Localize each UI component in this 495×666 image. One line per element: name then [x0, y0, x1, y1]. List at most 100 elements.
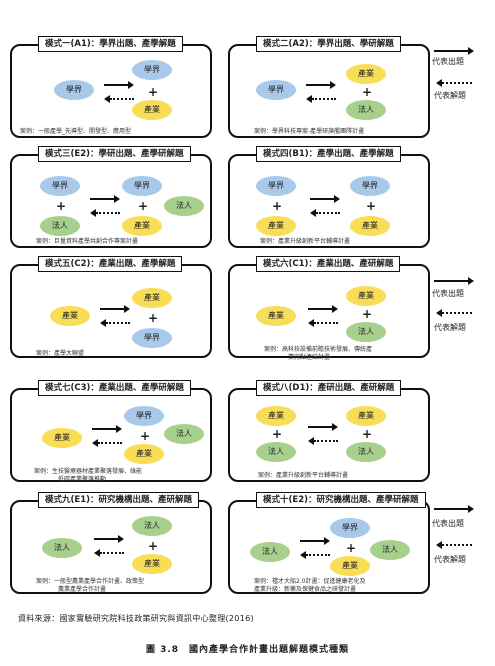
plus-sign: + [362, 85, 373, 99]
plus-sign: + [272, 427, 283, 441]
legend-solid-label: 代表出題 [432, 289, 464, 298]
panel-title: 模式四(B1)：產學出題、產學解題 [256, 146, 401, 162]
solid-arrow-icon [434, 47, 474, 55]
solid-arrow-icon [94, 535, 124, 543]
legend-dotted-label: 代表解題 [434, 323, 466, 332]
node-institute: 法人 [164, 196, 204, 216]
dotted-arrow-icon [310, 209, 340, 217]
node-industry: 產業 [330, 556, 370, 576]
node-institute: 法人 [370, 540, 410, 560]
dotted-arrow-icon [308, 319, 338, 327]
plus-sign: + [148, 539, 159, 553]
panel-title: 模式二(A2)：學界出題、學研解題 [256, 36, 401, 52]
node-industry: 產業 [132, 100, 172, 120]
legend-solid-label: 代表出題 [432, 519, 464, 528]
case-note: 案例：產學大聯盟 [36, 350, 85, 357]
mode-panel-c1: 模式六(C1)：產業出題、產研解題 產業 產業 + 法人 案例：高科技設備前瞻技… [228, 256, 430, 361]
dotted-arrow-icon [300, 551, 330, 559]
dotted-arrow-icon [100, 319, 130, 327]
plus-sign: + [346, 541, 357, 555]
node-industry: 產業 [132, 554, 172, 574]
dotted-arrow-icon [308, 437, 338, 445]
solid-arrow-icon [104, 81, 134, 89]
node-industry: 產業 [124, 444, 164, 464]
dotted-arrow-icon [436, 309, 472, 317]
case-note-line-2: 農業產學合作計畫 [58, 586, 107, 593]
dotted-arrow-icon [94, 549, 124, 557]
legend-dotted-label: 代表解題 [434, 91, 466, 100]
plus-sign: + [148, 311, 159, 325]
mode-panel-e1: 模式九(E1)：研究機構出題、產研解題 法人 法人 + 產業 案例：一般型農業產… [10, 492, 212, 594]
case-note: 案例：巨量資料產學共創合作專案計畫 [36, 238, 139, 245]
figure-caption: 圖 3.8 國內產學合作計畫出題解題模式種類 [145, 645, 350, 655]
node-academia: 學界 [256, 176, 296, 196]
node-institute: 法人 [256, 442, 296, 462]
panel-title: 模式三(E2)：學研出題、產學研解題 [38, 146, 191, 162]
mode-panel-c3: 模式七(C3)：產業出題、產學研解題 產業 學界 + 產業 法人 案例：生技醫療… [10, 380, 212, 483]
node-industry: 產業 [346, 406, 386, 426]
source-note: 資料來源：國家實驗研究院科技政策研究與資訊中心整理(2016) [18, 614, 254, 623]
node-institute: 法人 [250, 542, 290, 562]
solid-arrow-icon [434, 505, 474, 513]
node-academia: 學界 [124, 406, 164, 426]
case-note-line-2: 低碳產業聚落推動 [58, 476, 107, 483]
dotted-arrow-icon [436, 79, 472, 87]
node-industry: 產業 [122, 216, 162, 236]
case-note-line-1: 案例：生技醫療器材產業聚落發展、綠能 [34, 468, 143, 475]
mode-panel-e2-b: 模式十(E2)：研究機構出題、產學研解題 法人 學界 + 產業 法人 案例：禮才… [228, 492, 430, 594]
case-note-line-2: 業完點連結計畫 [288, 354, 331, 361]
node-industry: 產業 [50, 306, 90, 326]
node-industry: 產業 [346, 286, 386, 306]
dotted-arrow-icon [90, 209, 120, 217]
case-note-line-2: 產業升級：新藥及保健食品之研發計畫 [254, 586, 357, 593]
node-industry: 產業 [132, 288, 172, 308]
plus-sign: + [362, 307, 373, 321]
legend-dotted-label: 代表解題 [434, 555, 466, 564]
node-institute: 法人 [132, 516, 172, 536]
plus-sign: + [366, 199, 377, 213]
node-academia: 學界 [40, 176, 80, 196]
node-institute: 法人 [164, 424, 204, 444]
mode-panel-a2: 模式二(A2)：學界出題、學研解題 學界 產業 + 法人 案例：學界科技專案-產… [228, 36, 430, 138]
plus-sign: + [56, 199, 67, 213]
node-institute: 法人 [346, 100, 386, 120]
node-academia: 學界 [350, 176, 390, 196]
node-institute: 法人 [346, 322, 386, 342]
solid-arrow-icon [434, 277, 474, 285]
node-industry: 產業 [42, 428, 82, 448]
node-academia: 學界 [54, 80, 94, 100]
solid-arrow-icon [308, 305, 338, 313]
solid-arrow-icon [90, 195, 120, 203]
node-academia: 學界 [330, 518, 370, 538]
mode-panel-a1: 模式一(A1)：學界出題、產學解題 學界 學界 + 產業 案例：一般產學_先導型… [10, 36, 212, 138]
mode-panel-c2: 模式五(C2)：產業出題、產學解題 產業 產業 + 學界 案例：產學大聯盟 [10, 256, 212, 358]
node-institute: 法人 [346, 442, 386, 462]
mode-panel-d1: 模式八(D1)：產研出題、產研解題 產業 + 法人 產業 + 法人 案例：產業升… [228, 380, 430, 482]
solid-arrow-icon [310, 195, 340, 203]
mode-panel-e2-a: 模式三(E2)：學研出題、產學研解題 學界 + 法人 學界 + 產業 法人 案例… [10, 146, 212, 248]
node-institute: 法人 [40, 216, 80, 236]
node-institute: 法人 [42, 538, 82, 558]
case-note: 案例：產業升級創新平台輔導計畫 [260, 238, 351, 245]
panel-title: 模式八(D1)：產研出題、產研解題 [256, 380, 402, 396]
case-note: 案例：一般產學_先導型、開發型、應用型 [20, 128, 132, 135]
solid-arrow-icon [308, 423, 338, 431]
solid-arrow-icon [306, 81, 336, 89]
case-note: 案例：產業升級創新平台輔導計畫 [258, 472, 349, 479]
solid-arrow-icon [100, 305, 130, 313]
panel-title: 模式五(C2)：產業出題、產學解題 [38, 256, 183, 272]
node-industry: 產業 [346, 64, 386, 84]
plus-sign: + [362, 427, 373, 441]
solid-arrow-icon [92, 425, 122, 433]
case-note-line-1: 案例：一般型農業產學合作計畫、政策型 [36, 578, 145, 585]
legend-solid-label: 代表出題 [432, 57, 464, 66]
plus-sign: + [140, 429, 151, 443]
node-industry: 產業 [256, 406, 296, 426]
case-note: 案例：學界科技專案-產學研旗艦團隊計畫 [254, 128, 365, 135]
panel-title: 模式九(E1)：研究機構出題、產研解題 [38, 492, 199, 508]
node-industry: 產業 [256, 306, 296, 326]
case-note-line-1: 案例：禮才大船2.0計畫：促進健康老化及 [254, 578, 366, 585]
dotted-arrow-icon [92, 439, 122, 447]
node-industry: 產業 [256, 216, 296, 236]
plus-sign: + [138, 199, 149, 213]
